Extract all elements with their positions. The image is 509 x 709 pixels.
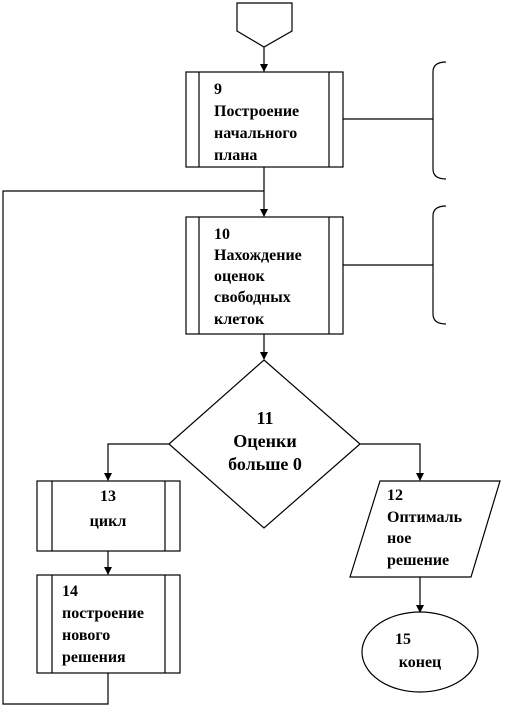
block-11-line-1: Оценки: [233, 431, 296, 451]
block-15-end: 15 конец: [361, 611, 479, 693]
block-12-line-3: решение: [387, 552, 449, 569]
block-15-line-1: конец: [399, 654, 442, 671]
block-13-cycle: 13 цикл: [36, 480, 181, 552]
block-13-number: 13: [100, 488, 116, 505]
block-15-number: 15: [395, 631, 411, 648]
block-13-line-1: цикл: [90, 513, 127, 530]
block-9-initial-plan: 9 Построение начального плана: [185, 71, 344, 168]
off-page-connector: [236, 2, 293, 48]
block-10-line-2: оценок: [214, 268, 266, 285]
block-11-number: 11: [256, 408, 273, 428]
block-14-number: 14: [62, 583, 78, 600]
block-9-line-3: плана: [214, 147, 257, 164]
block-10-estimates: 10 Нахождение оценок свободных клеток: [185, 216, 344, 335]
block-14-line-2: нового: [62, 627, 110, 644]
block-12-line-1: Оптималь: [387, 509, 463, 526]
block-10-number: 10: [214, 226, 230, 243]
block-14-new-solution: 14 построение нового решения: [36, 574, 181, 674]
connector-loop-14-to-10: [2, 190, 264, 705]
connector-11-to-12: [360, 443, 424, 481]
block-10-line-1: Нахождение: [214, 247, 302, 264]
block-12-optimal-solution: 12 Оптималь ное решение: [349, 480, 501, 578]
comment-bracket-10: [432, 205, 447, 325]
block-10-line-3: свободных: [214, 289, 291, 306]
block-14-line-3: решения: [62, 649, 126, 666]
block-12-number: 12: [387, 487, 403, 504]
block-11-decision: 11 Оценки больше 0: [168, 359, 361, 529]
block-11-line-2: больше 0: [228, 454, 302, 474]
connector-11-to-13: [104, 443, 169, 481]
comment-bracket-9: [432, 61, 447, 180]
block-12-line-2: ное: [387, 530, 411, 547]
block-10-line-4: клеток: [214, 311, 265, 328]
block-9-line-2: начального: [214, 125, 297, 142]
block-9-number: 9: [214, 81, 222, 98]
block-14-line-1: построение: [62, 605, 144, 622]
block-9-line-1: Построение: [214, 103, 299, 120]
